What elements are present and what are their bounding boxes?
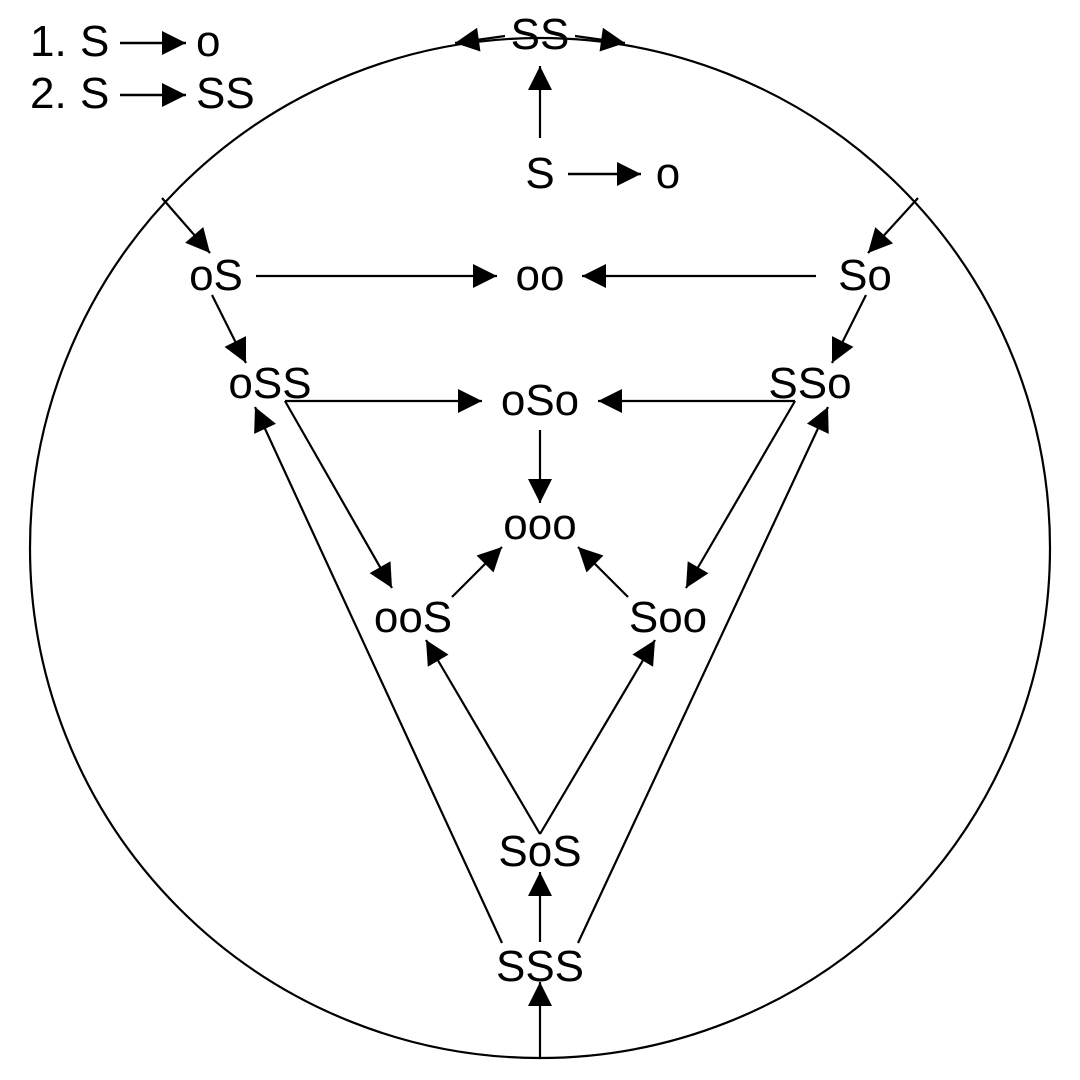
edge-oS-oSS [211, 294, 247, 364]
rule-1-rhs: o [196, 17, 220, 66]
edge-circle-So [867, 197, 919, 254]
rule-1-number: 1. [30, 17, 67, 66]
edge-SoS-ooS [425, 639, 541, 835]
node-Soo: Soo [629, 593, 707, 642]
nodes: SS S o oS oo So oSS oSo SSo ooo ooS Soo … [189, 10, 892, 991]
edge-So-SSo [831, 294, 867, 364]
edge-SSS-SSo [577, 406, 829, 944]
edges [161, 27, 919, 1058]
node-SSS: SSS [496, 942, 584, 991]
rules-legend: 1. S o 2. S SS [30, 17, 255, 118]
edge-circle-oS [161, 197, 211, 254]
node-ooS: ooS [374, 593, 452, 642]
node-oSo: oSo [501, 376, 579, 425]
node-oSS: oSS [228, 359, 311, 408]
edge-SSS-oSS [254, 406, 503, 944]
edge-Soo-ooo [577, 546, 629, 598]
edge-SS-left [454, 27, 506, 52]
node-SSo: SSo [768, 359, 851, 408]
node-o: o [656, 149, 680, 198]
edge-SSo-Soo [685, 400, 796, 589]
node-oo: oo [516, 251, 565, 300]
node-S: S [525, 149, 554, 198]
edge-SS-right [574, 27, 626, 52]
rule-2-lhs: S [80, 69, 109, 118]
edge-ooS-ooo [451, 546, 503, 598]
rule-2-rhs: SS [196, 69, 255, 118]
rule-2-number: 2. [30, 69, 67, 118]
node-ooo: ooo [503, 500, 576, 549]
node-oS: oS [189, 251, 243, 300]
node-SS: SS [511, 10, 570, 59]
node-So: So [838, 251, 892, 300]
edge-SoS-Soo [539, 639, 656, 835]
edge-oSS-ooS [284, 400, 393, 589]
node-SoS: SoS [498, 827, 581, 876]
rule-1-lhs: S [80, 17, 109, 66]
